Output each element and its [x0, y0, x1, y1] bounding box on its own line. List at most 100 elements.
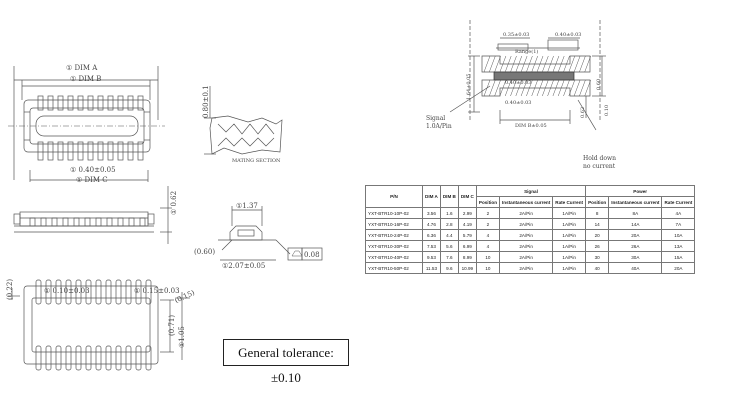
table-cell: 8.99 — [457, 251, 477, 263]
table-cell: 8 — [585, 207, 610, 219]
pin-top — [97, 95, 104, 111]
spec-table: P/N DIM A DIM B DIM C Signal Power Posit… — [365, 185, 696, 274]
bottom-pin — [55, 345, 62, 371]
sub-power-position: Position — [585, 196, 610, 208]
pin-bottom — [97, 141, 104, 161]
hatch-line — [584, 55, 591, 73]
pin-bottom — [57, 141, 64, 161]
table-cell: YXT-BTR10-24P-02 — [365, 229, 423, 241]
sub-signal-position: Position — [475, 196, 501, 208]
table-cell: YXT-BTR10-50P-02 — [365, 262, 423, 274]
pin-top — [57, 95, 64, 111]
bottom-pin — [45, 345, 52, 371]
bottom-pin — [115, 279, 122, 305]
side-pin — [117, 217, 124, 227]
pitch-label: ① 0.40±0.05 — [70, 166, 116, 174]
hatch-line — [573, 79, 581, 97]
detail-dim-left: 0.35±0.03 — [503, 32, 529, 38]
side-pin — [73, 217, 80, 227]
table-cell: 26 — [585, 240, 610, 252]
sub-signal-rate: Rate Current — [552, 196, 587, 208]
hold-note: Hold down no current — [583, 155, 616, 171]
hatch-line — [515, 79, 523, 97]
bottom-pin — [145, 345, 152, 371]
table-cell: 2A/Pin — [498, 240, 554, 252]
table-cell: 14 — [585, 218, 610, 230]
table-cell: 13A — [661, 240, 696, 252]
detail-section — [449, 20, 606, 131]
hatch-line — [542, 55, 549, 73]
hole-tol-label: ① 0.10±0.03 — [44, 287, 90, 295]
side-pin — [40, 217, 47, 227]
table-cell: 14A — [608, 218, 663, 230]
detail-dim-side: 0.60 — [596, 79, 602, 90]
table-cell: 5.79 — [457, 229, 477, 241]
pin-bottom — [37, 141, 44, 161]
pin-bottom — [47, 141, 54, 161]
detail-dim-bottom: DIM B±0.05 — [515, 123, 547, 129]
hatch-line — [531, 79, 538, 97]
hatch-line — [494, 79, 501, 97]
table-cell: 40A — [608, 262, 663, 274]
mating-height-label: 0.80±0.1 — [202, 85, 210, 118]
table-cell: 1A/Pin — [552, 207, 587, 219]
side-pin — [139, 217, 146, 227]
detail-dim-mid1: 0.40±0.03 — [505, 80, 531, 86]
pin-top — [77, 95, 84, 111]
bottom-pin — [85, 345, 92, 371]
bottom-pin — [35, 345, 42, 371]
table-cell: 10 — [475, 251, 501, 263]
col-pn: P/N — [365, 185, 423, 208]
side-pin — [95, 217, 102, 227]
table-cell: 4 — [475, 240, 501, 252]
bottom-pin — [125, 345, 132, 371]
hatch-line — [483, 55, 491, 73]
pin-top — [67, 95, 74, 111]
hatch-line — [563, 79, 570, 97]
detail-range-label: Range(1) — [515, 48, 538, 55]
hatch-line — [510, 55, 517, 73]
side-pin — [29, 217, 36, 227]
bottom-pin — [135, 345, 142, 371]
sub-signal-instant: Instantaneous current — [498, 196, 554, 208]
bottom-pin — [105, 279, 112, 305]
hatch-line — [504, 79, 512, 97]
profile-bottom-label: ①2.07±0.05 — [222, 262, 265, 270]
bottom-pin — [65, 345, 72, 371]
hold-note-line1: Hold down — [583, 155, 616, 162]
mating-section — [204, 86, 283, 155]
table-cell: 9.6 — [439, 262, 459, 274]
table-cell: 1A/Pin — [552, 262, 587, 274]
profile-top-label: ①1.37 — [236, 202, 258, 210]
table-cell: 11.53 — [422, 262, 441, 274]
width-b-label: ①1.05 — [178, 326, 186, 348]
pin-bottom — [127, 141, 134, 161]
table-cell: 4.76 — [422, 218, 441, 230]
hatch-line — [557, 55, 565, 73]
col-dim-b: DIM B — [439, 185, 459, 208]
pin-top — [37, 95, 44, 111]
table-cell: 10 — [475, 262, 501, 274]
width-c-label: (0.71) — [168, 315, 176, 336]
hatch-line — [515, 55, 523, 73]
bottom-pin — [135, 279, 142, 305]
side-pin — [51, 217, 58, 227]
table-cell: 2 — [475, 218, 501, 230]
col-dim-c: DIM C — [457, 185, 477, 208]
table-cell: 7.6 — [439, 251, 459, 263]
table-cell: 15A — [661, 251, 696, 263]
table-subheader-row: Position Instantaneous current Rate Curr… — [366, 196, 696, 208]
table-cell: 26A — [608, 240, 663, 252]
table-cell: 20 — [585, 229, 610, 241]
pin-bottom — [87, 141, 94, 161]
table-cell: 2A/Pin — [498, 218, 554, 230]
hatch-line — [568, 55, 576, 73]
col-signal: Signal — [475, 185, 587, 197]
